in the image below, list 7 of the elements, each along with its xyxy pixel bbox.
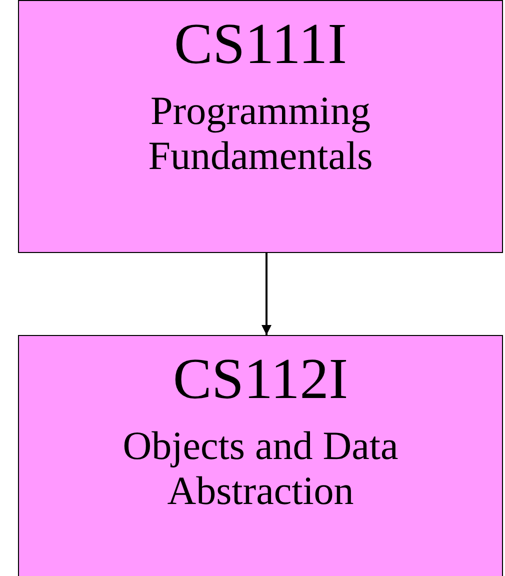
course-title: Objects and Data Abstraction (122, 424, 400, 514)
arrow (262, 253, 272, 335)
course-code: CS111I (173, 15, 348, 73)
course-box (18, 335, 503, 576)
course-box (18, 0, 503, 253)
course-code: CS112I (172, 350, 350, 408)
course-title: Programming Fundamentals (147, 89, 374, 179)
